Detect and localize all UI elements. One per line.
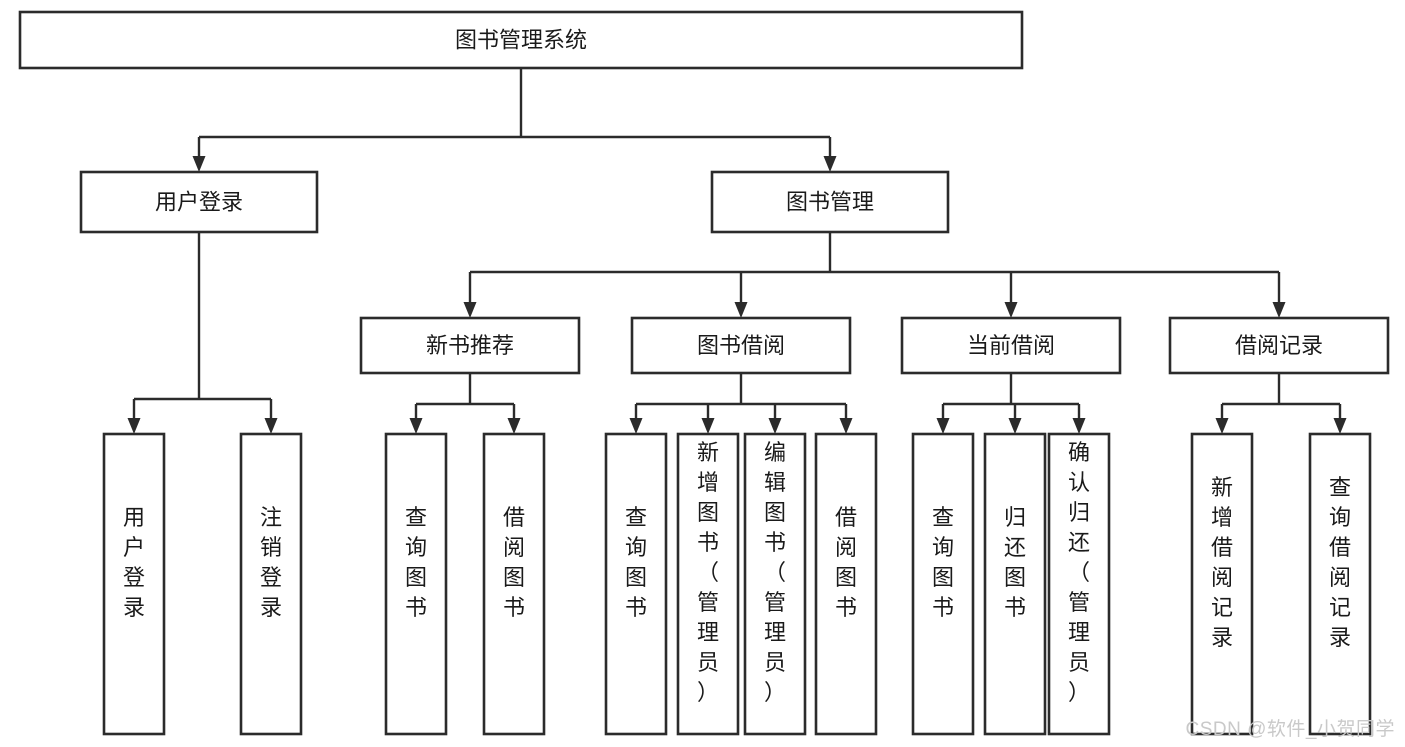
connector-layer (127, 68, 1347, 434)
node-label: 用户登录 (155, 190, 243, 215)
node-box[interactable] (911, 432, 975, 736)
node-box[interactable] (359, 316, 581, 375)
arrow-head-icon (127, 418, 141, 434)
node-box[interactable] (239, 432, 303, 736)
node-box[interactable] (482, 432, 546, 736)
arrow-head-icon (1215, 418, 1229, 434)
node-new-book-recommend[interactable]: 新书推荐 (359, 316, 581, 375)
node-user-login[interactable]: 用户登录 (79, 170, 319, 234)
node-box[interactable] (710, 170, 950, 234)
node-label: 查询借阅记录 (1329, 475, 1351, 650)
node-label: 用户登录 (123, 505, 145, 620)
node-label: 借阅图书 (503, 505, 525, 620)
node-leaf-add-borrow-record[interactable]: 新增借阅记录 (1190, 432, 1254, 736)
node-label: 新增借阅记录 (1211, 475, 1233, 650)
node-box[interactable] (676, 432, 740, 736)
arrow-head-icon (192, 156, 206, 172)
node-label: 归还图书 (1004, 505, 1026, 620)
node-leaf-borrow-book[interactable]: 借阅图书 (814, 432, 878, 736)
node-label: 当前借阅 (967, 333, 1055, 358)
connector-group-root (192, 68, 837, 172)
node-root[interactable]: 图书管理系统 (18, 10, 1024, 70)
arrow-head-icon (839, 418, 853, 434)
arrow-head-icon (701, 418, 715, 434)
node-box[interactable] (983, 432, 1047, 736)
node-label: 查询图书 (625, 505, 647, 620)
node-box[interactable] (1308, 432, 1372, 736)
node-leaf-query-book-current[interactable]: 查询图书 (911, 432, 975, 736)
node-label: 图书管理系统 (455, 28, 587, 53)
node-box[interactable] (900, 316, 1122, 375)
arrow-head-icon (629, 418, 643, 434)
connector-group-borrow-record (1215, 373, 1347, 434)
node-book-borrow[interactable]: 图书借阅 (630, 316, 852, 375)
arrow-head-icon (823, 156, 837, 172)
node-layer: 图书管理系统用户登录图书管理新书推荐图书借阅当前借阅借阅记录用户登录注销登录查询… (18, 10, 1390, 736)
arrow-head-icon (507, 418, 521, 434)
node-leaf-borrow-book-recommend[interactable]: 借阅图书 (482, 432, 546, 736)
node-label: 查询图书 (932, 505, 954, 620)
arrow-head-icon (768, 418, 782, 434)
connector-group-current-borrow (936, 373, 1086, 434)
watermark: CSDN @软件_小贺同学 (1185, 719, 1395, 740)
node-box[interactable] (743, 432, 807, 736)
connector-group-book-borrow (629, 373, 853, 434)
node-box[interactable] (1190, 432, 1254, 736)
node-leaf-user-logout[interactable]: 注销登录 (239, 432, 303, 736)
node-borrow-record[interactable]: 借阅记录 (1168, 316, 1390, 375)
node-book-management[interactable]: 图书管理 (710, 170, 950, 234)
node-label: 借阅图书 (835, 505, 857, 620)
node-box[interactable] (630, 316, 852, 375)
connector-group-user-login (127, 232, 278, 434)
arrow-head-icon (409, 418, 423, 434)
node-current-borrow[interactable]: 当前借阅 (900, 316, 1122, 375)
node-label: 确认归还（管理员） (1068, 440, 1090, 705)
node-label: 注销登录 (260, 505, 282, 620)
node-label: 新增图书（管理员） (697, 440, 719, 705)
arrow-head-icon (1004, 302, 1018, 318)
node-leaf-user-login[interactable]: 用户登录 (102, 432, 166, 736)
node-leaf-edit-book-admin[interactable]: 编辑图书（管理员） (743, 432, 807, 736)
node-label: 新书推荐 (426, 333, 514, 358)
arrow-head-icon (1272, 302, 1286, 318)
node-leaf-query-book-recommend[interactable]: 查询图书 (384, 432, 448, 736)
arrow-head-icon (264, 418, 278, 434)
arrow-head-icon (734, 302, 748, 318)
arrow-head-icon (463, 302, 477, 318)
node-box[interactable] (102, 432, 166, 736)
arrow-head-icon (1333, 418, 1347, 434)
node-box[interactable] (1168, 316, 1390, 375)
connector-group-book-management (463, 232, 1286, 318)
node-box[interactable] (604, 432, 668, 736)
node-box[interactable] (79, 170, 319, 234)
node-label: 查询图书 (405, 505, 427, 620)
node-leaf-confirm-return-admin[interactable]: 确认归还（管理员） (1047, 432, 1111, 736)
node-box[interactable] (18, 10, 1024, 70)
node-leaf-query-borrow-record[interactable]: 查询借阅记录 (1308, 432, 1372, 736)
node-label: 图书借阅 (697, 333, 785, 358)
node-box[interactable] (384, 432, 448, 736)
arrow-head-icon (1072, 418, 1086, 434)
node-box[interactable] (1047, 432, 1111, 736)
node-label: 借阅记录 (1235, 333, 1323, 358)
node-leaf-add-book-admin[interactable]: 新增图书（管理员） (676, 432, 740, 736)
node-leaf-query-book-borrow[interactable]: 查询图书 (604, 432, 668, 736)
arrow-head-icon (1008, 418, 1022, 434)
node-label: 编辑图书（管理员） (764, 440, 786, 705)
node-box[interactable] (814, 432, 878, 736)
connector-group-new-book-recommend (409, 373, 521, 434)
node-label: 图书管理 (786, 190, 874, 215)
node-leaf-return-book[interactable]: 归还图书 (983, 432, 1047, 736)
arrow-head-icon (936, 418, 950, 434)
